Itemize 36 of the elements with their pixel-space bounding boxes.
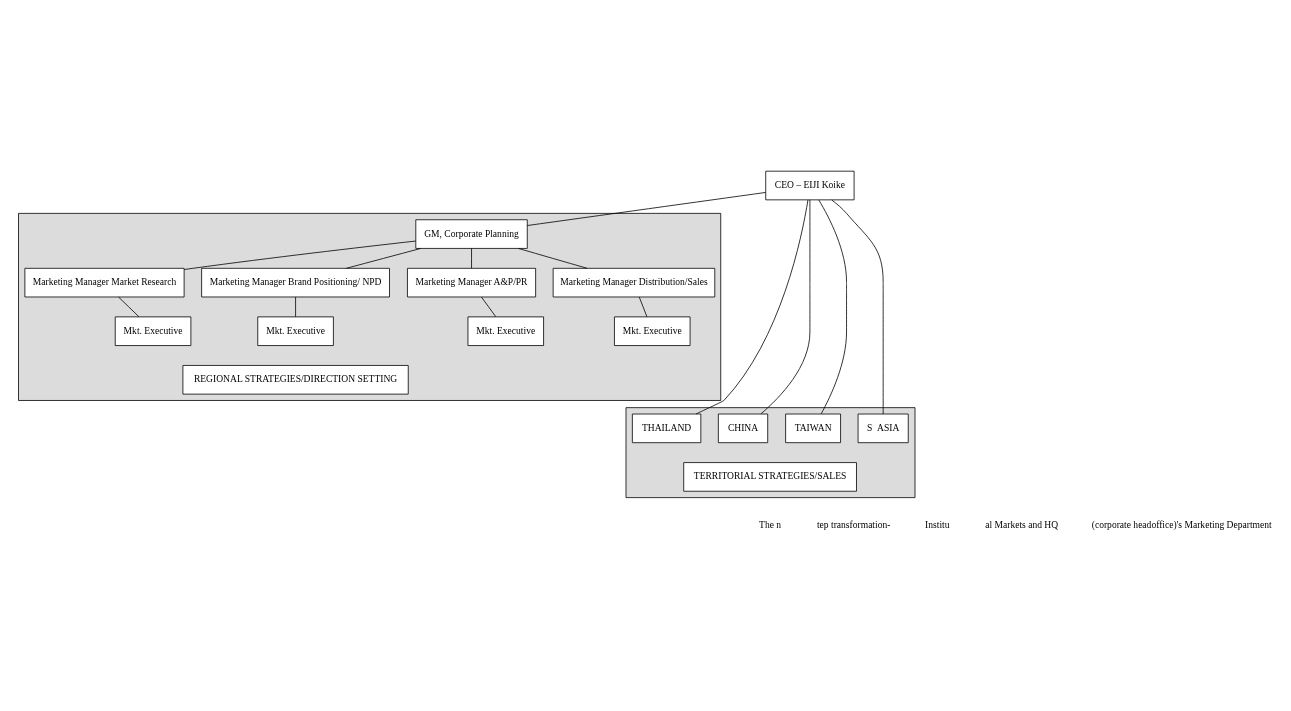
connector — [526, 192, 767, 226]
cluster — [625, 407, 916, 498]
connector — [831, 199, 884, 415]
label: al Markets and HQ — [985, 518, 1059, 530]
connector — [760, 199, 811, 415]
node-box: TAIWAN — [785, 413, 841, 444]
cluster — [18, 213, 722, 401]
connector — [481, 296, 497, 318]
connector — [118, 296, 140, 318]
connector — [518, 248, 588, 269]
connector — [818, 199, 847, 415]
node-box: Mkt. Executive — [467, 316, 544, 346]
node-box: Marketing Manager A&P/PR — [407, 267, 537, 298]
connector — [345, 248, 422, 269]
node-box: CHINA — [717, 413, 769, 444]
node-box: THAILAND — [631, 413, 702, 444]
node-box: GM, Corporate Planning — [415, 219, 528, 249]
connector — [638, 296, 648, 318]
node-box: TERRITORIAL STRATEGIES/SALES — [683, 462, 857, 492]
node-box: Marketing Manager Brand Positioning/ NPD — [201, 267, 390, 298]
connector — [695, 199, 809, 415]
connector — [295, 296, 296, 318]
label: Institu — [925, 518, 950, 530]
node-box: Marketing Manager Market Research — [24, 267, 185, 298]
node-box: REGIONAL STRATEGIES/DIRECTION SETTING — [182, 365, 409, 395]
label: The n — [759, 518, 782, 530]
node-box: Mkt. Executive — [114, 316, 192, 346]
connector — [183, 240, 417, 270]
node-box: S ASIA — [857, 413, 909, 444]
label: tep transformation- — [816, 518, 891, 530]
node-box: Mkt. Executive — [257, 316, 334, 346]
node-box: Marketing Manager Distribution/Sales — [552, 267, 716, 298]
label: (corporate headoffice)'s Marketing Department — [1091, 518, 1272, 530]
connector — [471, 248, 472, 269]
node-box: CEO – EIJI Koike — [765, 170, 855, 201]
node-box: Mkt. Executive — [614, 316, 691, 346]
